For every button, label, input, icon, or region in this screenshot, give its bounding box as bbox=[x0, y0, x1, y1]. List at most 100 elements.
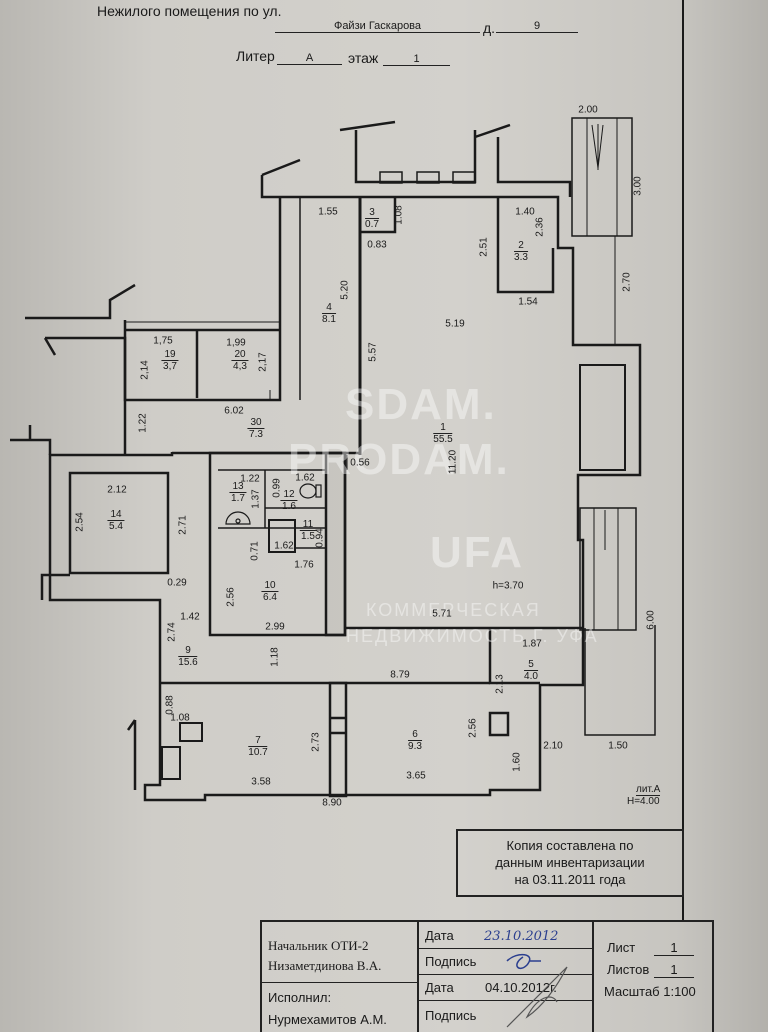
sheet-value: 1 bbox=[654, 940, 694, 956]
dimension: 1.18 bbox=[269, 647, 281, 667]
chief-title: Начальник ОТИ-2 bbox=[268, 938, 369, 953]
note-line2: данным инвентаризации bbox=[495, 855, 645, 870]
dimension: 2.00 bbox=[578, 104, 598, 116]
watermark-line2: PRODAM. bbox=[288, 435, 510, 484]
date-label-2: Дата bbox=[425, 980, 454, 995]
watermark-line1: SDAM. bbox=[345, 380, 497, 429]
dimension: 1.62 bbox=[295, 472, 315, 484]
dimension: 2.56 bbox=[467, 718, 479, 738]
dimension: 1.54 bbox=[518, 296, 538, 308]
address-label: Нежилого помещения по ул. bbox=[97, 3, 282, 19]
dimension: 1.37 bbox=[250, 489, 262, 509]
chief-name: Низаметдинова В.А. bbox=[268, 958, 382, 973]
dimension: 1,99 bbox=[226, 337, 246, 349]
dimension: 1.55 bbox=[318, 206, 338, 218]
liter-value: А bbox=[277, 52, 342, 65]
title-block: Начальник ОТИ-2 Низаметдинова В.А. Испол… bbox=[260, 920, 714, 1032]
floor-value: 1 bbox=[383, 53, 450, 66]
dimension: 2.13 bbox=[494, 674, 506, 694]
dimension: 1.62 bbox=[274, 540, 294, 552]
watermark-sub2: НЕДВИЖИМОСТЬ Г. УФА bbox=[346, 626, 599, 646]
dimension: 5.19 bbox=[445, 318, 465, 330]
dimension: 8.90 bbox=[322, 797, 342, 809]
dimension: 2.12 bbox=[107, 484, 127, 496]
dimension: 1.08 bbox=[170, 712, 190, 724]
dimension: 6.00 bbox=[645, 610, 657, 630]
date-2: 04.10.2012г. bbox=[485, 980, 557, 995]
dimension: 6.02 bbox=[224, 405, 244, 417]
sign-label-2: Подпись bbox=[425, 1008, 477, 1023]
dimension: 1.40 bbox=[515, 206, 535, 218]
watermark-sub1: КОММЕРЧЕСКАЯ bbox=[366, 600, 541, 620]
dimension: 2.36 bbox=[534, 217, 546, 237]
dimension: 2.99 bbox=[265, 621, 285, 633]
dimension: 11.20 bbox=[447, 449, 459, 475]
note-line1: Копия составлена по bbox=[506, 838, 634, 853]
dimension: 5.71 bbox=[432, 608, 452, 620]
dimension: 2,17 bbox=[257, 352, 269, 372]
dimension: 0.71 bbox=[249, 541, 261, 561]
height-note: H=4.00 bbox=[627, 796, 660, 807]
dimension: 2.74 bbox=[166, 622, 178, 642]
note-line3: на 03.11.2011 года bbox=[514, 872, 626, 887]
dimension: 1.60 bbox=[511, 752, 523, 772]
sheet-label: Лист bbox=[607, 940, 636, 955]
executor-name: Нурмехамитов А.М. bbox=[268, 1012, 387, 1027]
dimension: 5.20 bbox=[339, 280, 351, 300]
dimension: 3.58 bbox=[251, 776, 271, 788]
dimension: 2.71 bbox=[177, 515, 189, 535]
street-value: Файзи Гаскарова bbox=[275, 20, 480, 33]
dimension: 1,75 bbox=[153, 335, 173, 347]
dimension: 0.99 bbox=[271, 478, 283, 498]
dimension: 1.42 bbox=[180, 611, 200, 623]
dimension: 2.51 bbox=[478, 237, 490, 257]
dimension: 3.65 bbox=[406, 770, 426, 782]
dimension: 2.70 bbox=[621, 272, 633, 292]
dimension: 0.56 bbox=[350, 457, 370, 469]
dimension: 1.76 bbox=[294, 559, 314, 571]
house-value: 9 bbox=[496, 20, 578, 33]
dimension: 2.73 bbox=[310, 732, 322, 752]
dimension: 1.87 bbox=[522, 638, 542, 650]
sink-icon bbox=[225, 511, 251, 525]
dimension: 5.57 bbox=[367, 342, 379, 362]
date-label: Дата bbox=[425, 928, 454, 943]
dimension: 2.56 bbox=[225, 587, 237, 607]
signature-icon bbox=[506, 953, 568, 1028]
sign-label: Подпись bbox=[425, 954, 477, 969]
dimension: 2.10 bbox=[543, 740, 563, 752]
watermark-line3: UFA bbox=[430, 528, 524, 577]
toilet-icon bbox=[299, 483, 322, 499]
liter-label: Литер bbox=[236, 48, 275, 64]
executor-label: Исполнил: bbox=[268, 990, 332, 1005]
dimension: 1.22 bbox=[240, 473, 260, 485]
dimension: 0.83 bbox=[367, 239, 387, 251]
dimension: 0.29 bbox=[167, 577, 187, 589]
inventory-note: Копия составлена по данным инвентаризаци… bbox=[456, 829, 684, 897]
dimension: 1.22 bbox=[137, 413, 149, 433]
dimension: 1.50 bbox=[608, 740, 628, 752]
date-1: 23.10.2012 bbox=[484, 929, 559, 944]
sheets-value: 1 bbox=[654, 962, 694, 978]
dimension: 0.94 bbox=[314, 528, 326, 548]
floor-label: этаж bbox=[348, 50, 379, 66]
dimension: 1.08 bbox=[393, 205, 405, 225]
liter-note: лит.А bbox=[636, 784, 661, 796]
dimension: 3.00 bbox=[632, 176, 644, 196]
